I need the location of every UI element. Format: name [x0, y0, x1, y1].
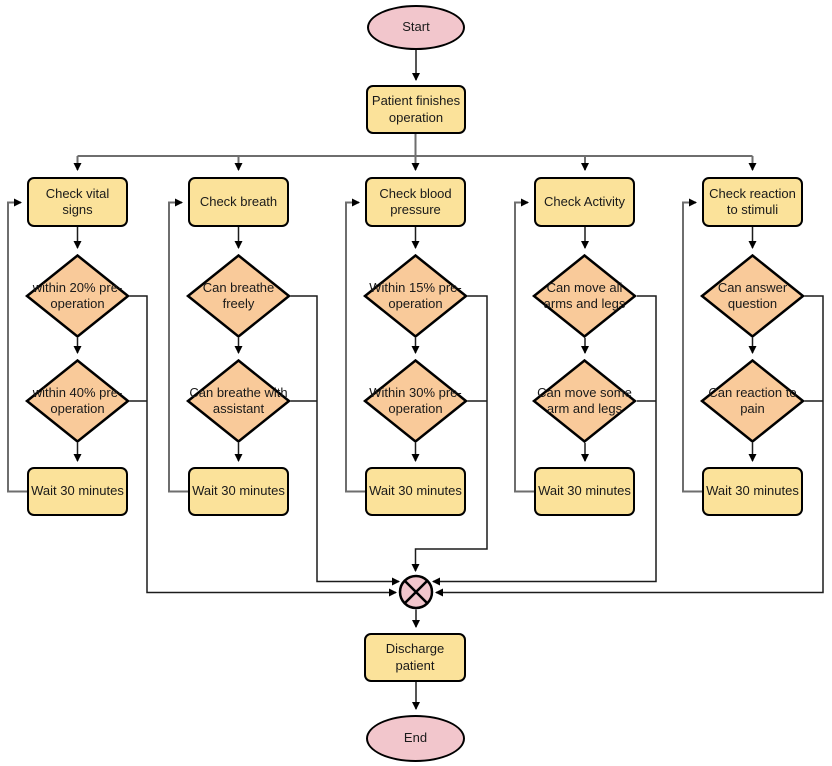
- wait-label-3: Wait 30 minutes: [369, 483, 462, 499]
- decision-within-20-node[interactable]: within 20% pre-operation: [25, 254, 130, 338]
- wait-label-5: Wait 30 minutes: [706, 483, 799, 499]
- check-reaction-stimuli-label: Check reaction to stimuli: [709, 185, 796, 217]
- discharge-label: Discharge patient: [385, 641, 445, 673]
- decision-within-40-label: within 40% pre-operation: [32, 384, 123, 416]
- check-blood-pressure-node[interactable]: Check blood pressure: [365, 177, 466, 227]
- decision-breathe-assistant-label: Can breathe with assistant: [189, 384, 288, 416]
- diamond-shape: [363, 254, 468, 338]
- decision-answer-question-label: Can answer question: [717, 279, 788, 311]
- decision-breathe-freely-label: Can breathe freely: [202, 279, 275, 311]
- diamond-shape: [186, 359, 291, 443]
- decision-reaction-pain-label: Can reaction to pain: [708, 384, 797, 416]
- diamond-shape: [25, 254, 130, 338]
- wait-label-4: Wait 30 minutes: [538, 483, 631, 499]
- decision-within-40-node[interactable]: within 40% pre-operation: [25, 359, 130, 443]
- connector-loop-3: [345, 198, 365, 493]
- check-breath-node[interactable]: Check breath: [188, 177, 289, 227]
- start-label: Start: [402, 19, 430, 35]
- decision-within-15-node[interactable]: Within 15% pre-operation: [363, 254, 468, 338]
- operation-label: Patient finishes operation: [371, 93, 461, 125]
- decision-within-30-node[interactable]: Within 30% pre-operation: [363, 359, 468, 443]
- decision-within-15-label: Within 15% pre-operation: [369, 279, 462, 311]
- decision-within-30-label: Within 30% pre-operation: [369, 384, 462, 416]
- decision-within-20-label: within 20% pre-operation: [32, 279, 123, 311]
- decision-move-some-label: Can move some arm and legs: [537, 384, 632, 416]
- wait-node-5[interactable]: Wait 30 minutes: [702, 467, 803, 516]
- decision-move-some-node[interactable]: Can move some arm and legs: [532, 359, 637, 443]
- check-vital-signs-label: Check vital signs: [45, 185, 110, 217]
- decision-move-all-node[interactable]: Can move all arms and legs: [532, 254, 637, 338]
- start-node[interactable]: Start: [367, 5, 465, 50]
- decision-breathe-assistant-node[interactable]: Can breathe with assistant: [186, 359, 291, 443]
- diamond-shape: [25, 359, 130, 443]
- merge-junction-icon[interactable]: [398, 574, 434, 610]
- decision-reaction-pain-node[interactable]: Can reaction to pain: [700, 359, 805, 443]
- end-node[interactable]: End: [366, 715, 465, 762]
- check-blood-pressure-label: Check blood pressure: [379, 185, 452, 217]
- check-vital-signs-node[interactable]: Check vital signs: [27, 177, 128, 227]
- wait-label-2: Wait 30 minutes: [192, 483, 285, 499]
- connector-exit5-merge: [435, 295, 824, 597]
- diamond-shape: [363, 359, 468, 443]
- decision-breathe-freely-node[interactable]: Can breathe freely: [186, 254, 291, 338]
- operation-node[interactable]: Patient finishes operation: [366, 85, 466, 134]
- wait-node-3[interactable]: Wait 30 minutes: [365, 467, 466, 516]
- decision-answer-question-node[interactable]: Can answer question: [700, 254, 805, 338]
- check-breath-label: Check breath: [199, 193, 278, 209]
- decision-move-all-label: Can move all arms and legs: [543, 279, 626, 311]
- check-reaction-stimuli-node[interactable]: Check reaction to stimuli: [702, 177, 803, 227]
- wait-label-1: Wait 30 minutes: [31, 483, 124, 499]
- connector-loop-1: [7, 198, 27, 493]
- diamond-shape: [532, 254, 637, 338]
- wait-node-2[interactable]: Wait 30 minutes: [188, 467, 289, 516]
- diamond-shape: [700, 254, 805, 338]
- wait-node-4[interactable]: Wait 30 minutes: [534, 467, 635, 516]
- diamond-shape: [186, 254, 291, 338]
- connector-loop-5: [682, 198, 702, 493]
- wait-node-1[interactable]: Wait 30 minutes: [27, 467, 128, 516]
- diamond-shape: [532, 359, 637, 443]
- connector-loop-4: [514, 198, 535, 493]
- connector-loop-2: [168, 198, 188, 493]
- check-activity-label: Check Activity: [544, 193, 625, 209]
- diamond-shape: [700, 359, 805, 443]
- discharge-node[interactable]: Discharge patient: [364, 633, 466, 682]
- check-activity-node[interactable]: Check Activity: [534, 177, 635, 227]
- end-label: End: [403, 730, 428, 746]
- connector-exit1-merge: [129, 295, 397, 597]
- connector-branch-line: [77, 134, 753, 157]
